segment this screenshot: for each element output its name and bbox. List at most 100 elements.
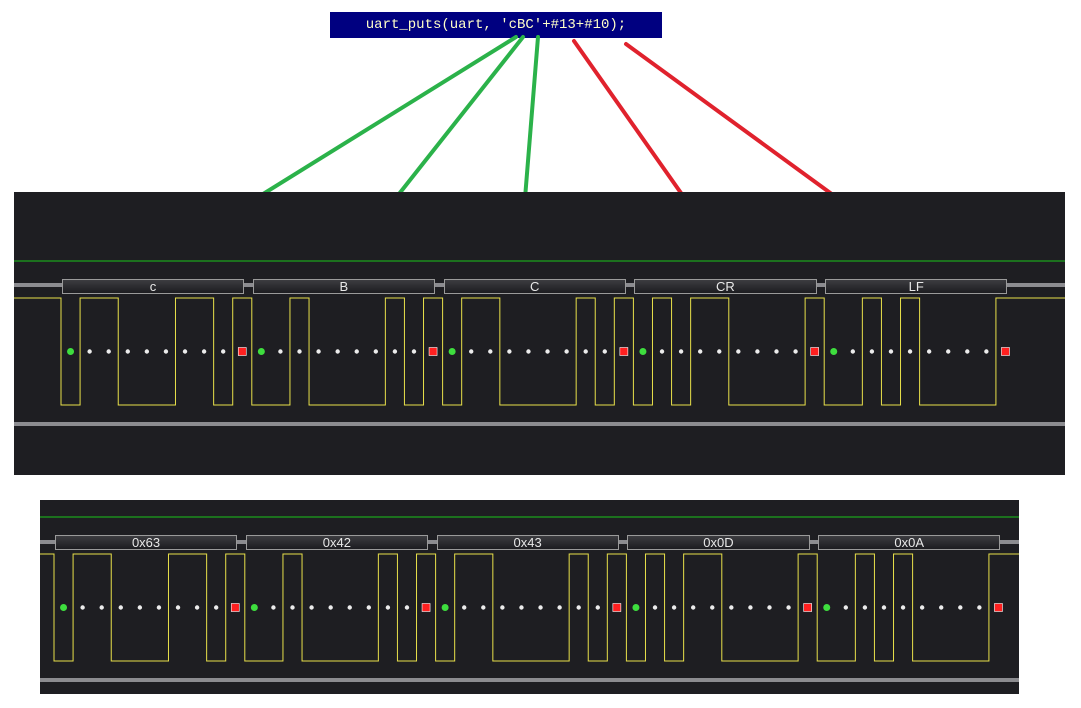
data-bit-marker (271, 605, 276, 610)
data-bit-marker (888, 349, 894, 354)
data-bit-marker (137, 605, 143, 610)
start-bit-marker (441, 604, 449, 611)
decoded-label: 0x42 (245, 535, 428, 550)
data-bit-marker (736, 349, 741, 354)
stop-bit-marker (994, 603, 1003, 612)
data-bit-marker (87, 349, 92, 354)
code-snippet: uart_puts(uart, 'cBC'+#13+#10); (330, 12, 662, 38)
data-bit-marker (404, 605, 410, 610)
data-bit-marker (583, 349, 588, 354)
data-bit-marker (671, 605, 677, 610)
data-bit-marker (850, 349, 856, 354)
hex-svg (40, 516, 1019, 682)
start-bit-marker (823, 604, 831, 611)
stop-bit-marker (619, 347, 629, 356)
data-bit-marker (678, 349, 684, 354)
stop-bit-marker (421, 603, 431, 612)
data-bit-marker (748, 605, 753, 610)
data-bit-marker (958, 605, 963, 610)
data-bit-marker (163, 349, 169, 354)
data-bit-marker (182, 349, 188, 354)
data-bit-marker (755, 349, 760, 354)
decoded-label: 0x0D (627, 535, 810, 550)
decoded-label: 0x0A (818, 535, 1001, 550)
start-bit-marker (250, 604, 258, 611)
data-bit-marker (462, 605, 467, 610)
data-bit-marker (507, 349, 512, 354)
decoded-label: c (61, 279, 245, 294)
stop-bit-marker (612, 603, 622, 612)
data-bit-marker (526, 349, 531, 354)
data-bit-marker (869, 349, 875, 354)
data-bit-marker (717, 349, 722, 354)
data-bit-marker (80, 605, 85, 610)
signal-waveform (40, 553, 1019, 662)
decoded-label: 0x43 (436, 535, 619, 550)
data-bit-marker (316, 349, 321, 354)
data-bit-marker (977, 605, 982, 610)
decoded-label: C (443, 279, 626, 294)
stop-bit-marker (1001, 347, 1010, 356)
decoded-label: LF (825, 279, 1008, 294)
data-bit-marker (392, 349, 398, 354)
data-bit-marker (481, 605, 486, 610)
data-bit-marker (373, 349, 379, 354)
data-bit-marker (278, 349, 283, 354)
data-bit-marker (144, 349, 150, 354)
stop-bit-marker (230, 603, 240, 612)
data-bit-marker (385, 605, 391, 610)
data-bit-marker (290, 605, 295, 610)
decoded-label: CR (634, 279, 817, 294)
bottom-rail (14, 422, 1065, 426)
decoded-label: B (252, 279, 435, 294)
data-bit-marker (175, 605, 181, 610)
start-bit-marker (448, 348, 456, 355)
data-bit-marker (939, 605, 944, 610)
start-bit-marker (632, 604, 640, 611)
data-bit-marker (919, 605, 925, 610)
start-bit-marker (67, 348, 75, 355)
start-bit-marker (257, 348, 265, 355)
data-bit-marker (710, 605, 715, 610)
signal-waveform (14, 297, 1065, 406)
start-bit-marker (60, 604, 68, 611)
data-bit-marker (201, 349, 207, 354)
data-bit-marker (690, 605, 696, 610)
data-bit-marker (900, 605, 906, 610)
data-bit-marker (659, 349, 665, 354)
data-bit-marker (767, 605, 772, 610)
data-bit-marker (564, 349, 569, 354)
data-bit-marker (347, 605, 352, 610)
data-bit-marker (697, 349, 703, 354)
data-bit-marker (335, 349, 340, 354)
start-bit-marker (830, 348, 838, 355)
data-bit-marker (309, 605, 314, 610)
data-bit-marker (652, 605, 658, 610)
data-bit-marker (576, 605, 581, 610)
data-bit-marker (965, 349, 970, 354)
data-bit-marker (793, 349, 798, 354)
start-bit-marker (639, 348, 647, 355)
data-bit-marker (220, 349, 226, 354)
data-bit-marker (500, 605, 505, 610)
data-bit-marker (907, 349, 913, 354)
data-bit-marker (469, 349, 474, 354)
data-bit-marker (729, 605, 734, 610)
data-bit-marker (926, 349, 932, 354)
data-bit-marker (354, 349, 359, 354)
data-bit-marker (774, 349, 779, 354)
data-bit-marker (545, 349, 550, 354)
data-bit-marker (194, 605, 200, 610)
data-bit-marker (297, 349, 302, 354)
data-bit-marker (488, 349, 493, 354)
data-bit-marker (118, 605, 123, 610)
stop-bit-marker (803, 603, 812, 612)
stop-bit-marker (810, 347, 819, 356)
data-bit-marker (213, 605, 219, 610)
data-bit-marker (106, 349, 111, 354)
data-bit-marker (411, 349, 417, 354)
data-bit-marker (328, 605, 333, 610)
ascii-svg (14, 260, 1065, 426)
